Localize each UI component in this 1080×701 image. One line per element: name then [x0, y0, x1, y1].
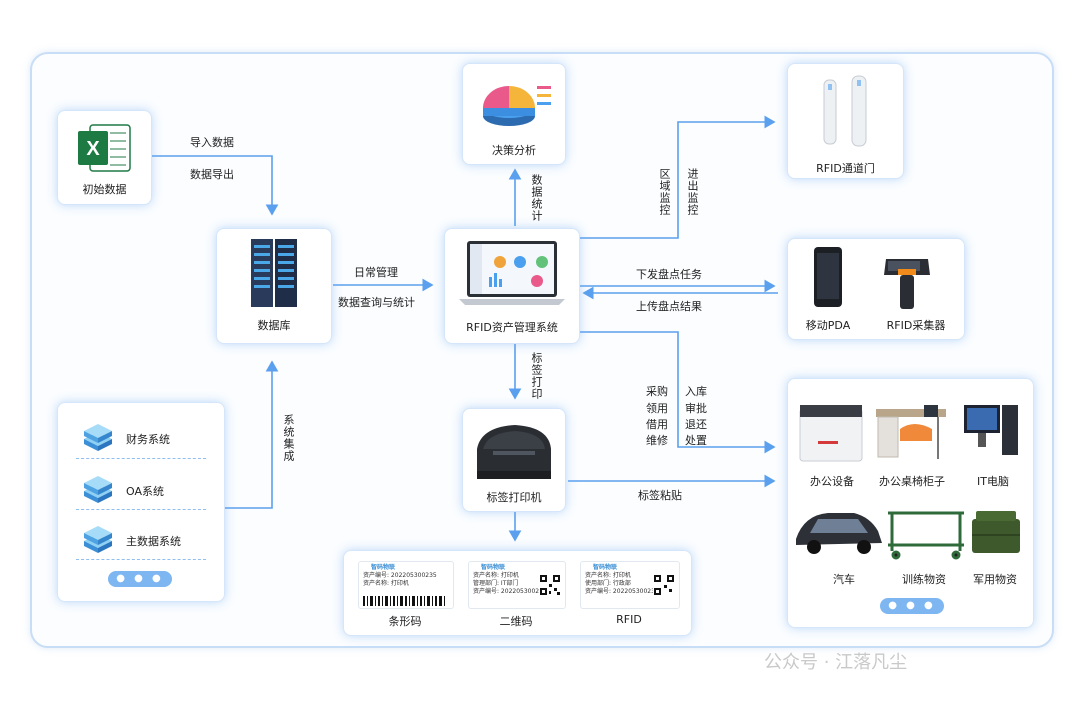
label-type-qrcode: 二维码: [499, 615, 533, 628]
edge-label-inout-monitor: 进出监控: [686, 168, 699, 216]
arrow-asset-ops: [578, 331, 776, 454]
mobile-devices-card: 移动PDA RFID采集器: [787, 238, 965, 340]
labels-card: 智码物联 资产编号: 202205300235 资产名称: 打印机 智码物联 资…: [343, 550, 692, 636]
watermark: 公众号 · 江落凡尘: [764, 652, 908, 673]
edge-label-export: 数据导出: [190, 168, 234, 181]
server-rack-icon: [251, 239, 297, 307]
system-label-oa: OA系统: [126, 485, 164, 498]
divider: [76, 458, 206, 459]
edge-label-daily: 日常管理: [354, 266, 398, 279]
edge-label-stats: 数据统计: [530, 174, 543, 222]
decision-label: 决策分析: [492, 144, 536, 157]
office-printer-icon: [799, 405, 863, 462]
assets-card: 办公设备 办公桌椅柜子 IT电脑 汽车 训练物资 军用物资 ● ● ● ●: [787, 378, 1034, 628]
rfid-qrcode-icon: [653, 574, 675, 596]
edge-label-import: 导入数据: [190, 136, 234, 149]
edge-label-integration: 系统集成: [282, 414, 295, 462]
it-computer-icon: [964, 405, 1018, 455]
qrcode-icon: [539, 574, 561, 596]
more-systems-button[interactable]: ● ● ● ●: [108, 571, 172, 600]
pda-devices-icon: [814, 247, 930, 309]
divider: [76, 559, 206, 560]
edge-label-label-print: 标签打印: [530, 352, 543, 400]
tag-line: 资产编号: 202205300235: [585, 588, 659, 595]
database-label: 数据库: [257, 319, 291, 332]
barcode-tag: 智码物联 资产编号: 202205300235 资产名称: 打印机: [358, 561, 454, 609]
database-card: 数据库: [216, 228, 332, 344]
svg-text:X: X: [86, 138, 100, 160]
rfid-gate-icon: [823, 75, 867, 147]
label-printer-icon: [477, 425, 551, 479]
asset-label-military: 军用物资: [973, 573, 1017, 586]
arrow-monitor: [578, 115, 776, 239]
tag-line: 资产编号: 202205300235: [473, 588, 547, 595]
edge-label-op-instock: 入库: [685, 385, 707, 398]
excel-icon: X: [78, 124, 131, 172]
edge-label-issue-task: 下发盘点任务: [636, 268, 702, 281]
asset-label-car: 汽车: [833, 573, 855, 586]
edge-label-op-return: 退还: [685, 418, 707, 431]
label-type-barcode: 条形码: [388, 615, 422, 628]
initial-data-card: X 初始数据: [57, 110, 152, 205]
finance-stack-icon: [84, 424, 112, 451]
initial-data-label: 初始数据: [82, 183, 127, 196]
more-assets-button[interactable]: ● ● ● ●: [880, 598, 944, 627]
mobile-pda-label: 移动PDA: [805, 319, 851, 332]
edge-label-op-receive: 领用: [646, 402, 668, 415]
oa-stack-icon: [84, 476, 112, 503]
edge-label-query: 数据查询与统计: [338, 296, 415, 309]
system-stack-icons: [84, 424, 112, 553]
arrow-integration: [224, 360, 279, 509]
office-desk-icon: [876, 405, 946, 459]
training-equipment-icon: [888, 511, 964, 560]
arrow-import: [150, 155, 279, 216]
asset-label-training: 训练物资: [902, 573, 946, 586]
asset-icons: [796, 405, 1020, 560]
decision-card: 决策分析: [462, 63, 566, 165]
tag-company: 智码物联: [371, 564, 396, 571]
rfid-system-label: RFID资产管理系统: [466, 321, 558, 334]
tag-line: 使用部门: 行政部: [585, 580, 631, 587]
label-printer-card: 标签打印机: [462, 408, 566, 512]
asset-label-it-computer: IT电脑: [977, 475, 1009, 488]
edge-label-op-dispose: 处置: [685, 434, 707, 447]
car-icon: [796, 513, 882, 554]
edge-label-op-purchase: 采购: [646, 385, 668, 398]
pie-chart-icon: [483, 86, 551, 126]
barcode-icon: [363, 596, 445, 606]
rfid-gate-label: RFID通道门: [816, 162, 875, 175]
tag-company: 智码物联: [593, 564, 618, 571]
rfid-collector-label: RFID采集器: [886, 319, 946, 332]
tag-company: 智码物联: [481, 564, 506, 571]
asset-label-office-furniture: 办公桌椅柜子: [879, 475, 945, 488]
edge-label-paste: 标签粘贴: [638, 489, 682, 502]
tag-line: 资产名称: 打印机: [585, 572, 631, 579]
edge-label-area-monitor: 区域监控: [658, 168, 671, 216]
tag-line: 资产名称: 打印机: [363, 580, 409, 587]
edge-label-op-approve: 审批: [685, 402, 707, 415]
system-label-master-data: 主数据系统: [126, 535, 181, 548]
laptop-dashboard-icon: [459, 241, 565, 305]
tag-line: 资产名称: 打印机: [473, 572, 519, 579]
tag-line: 管理部门: IT部门: [473, 580, 519, 587]
master-data-stack-icon: [84, 526, 112, 553]
qrcode-tag: 智码物联 资产名称: 打印机 管理部门: IT部门 资产编号: 20220530…: [468, 561, 566, 609]
label-type-rfid: RFID: [616, 613, 642, 626]
rfid-system-card: RFID资产管理系统: [444, 228, 580, 344]
military-supplies-icon: [972, 511, 1020, 553]
divider: [76, 509, 206, 510]
rfid-tag: 智码物联 资产名称: 打印机 使用部门: 行政部 资产编号: 202205300…: [580, 561, 680, 609]
system-label-finance: 财务系统: [126, 433, 170, 446]
edge-label-op-repair: 维修: [646, 434, 668, 447]
edge-label-upload-result: 上传盘点结果: [636, 300, 702, 313]
asset-label-office-equipment: 办公设备: [810, 475, 854, 488]
edge-label-op-borrow: 借用: [646, 418, 668, 431]
rfid-gate-card: RFID通道门: [787, 63, 904, 179]
tag-line: 资产编号: 202205300235: [363, 572, 437, 579]
label-printer-label: 标签打印机: [486, 491, 542, 504]
external-systems-card: 财务系统 OA系统 主数据系统 ● ● ● ●: [57, 402, 225, 602]
